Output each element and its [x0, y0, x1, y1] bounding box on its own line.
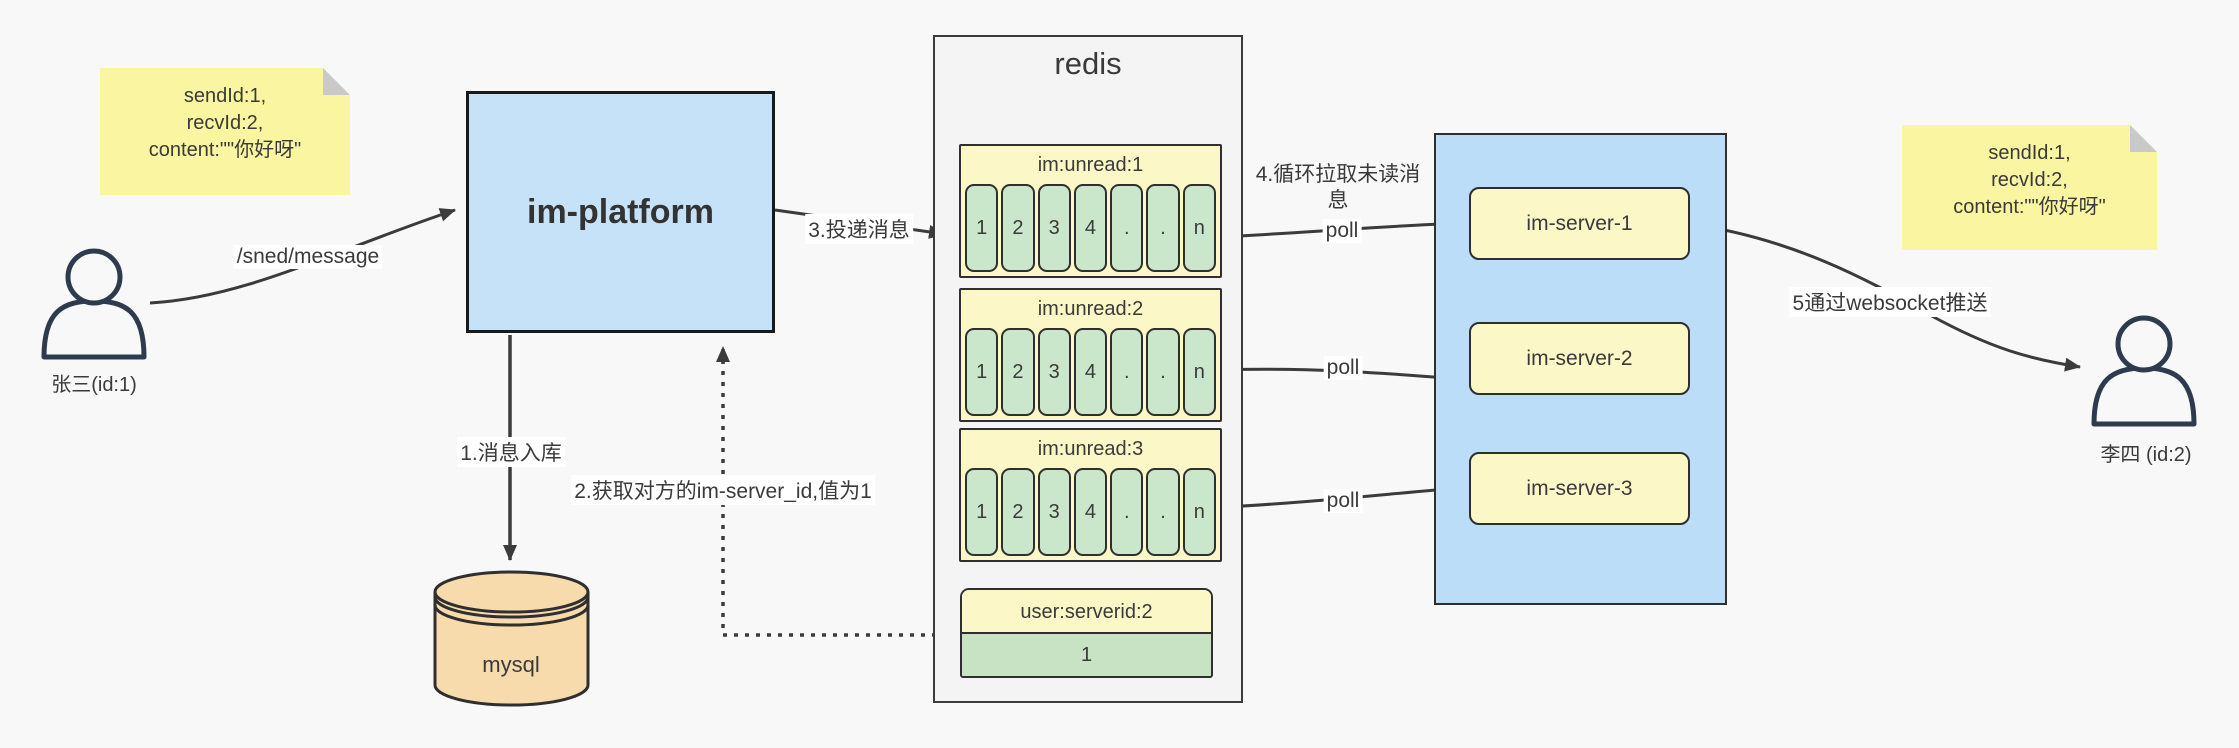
edge-label-step1: 1.消息入库 [457, 437, 565, 467]
list-cell: n [1182, 328, 1216, 416]
list-cell: 4 [1073, 328, 1108, 416]
edge-label-step3: 3.投递消息 [805, 214, 913, 244]
im-platform-label: im-platform [527, 192, 714, 231]
redis-title: redis [1054, 46, 1122, 81]
im-server-2-node: im-server-2 [1469, 322, 1690, 395]
im-server-label: im-server-2 [1526, 346, 1633, 370]
actor-label-right: 李四 (id:2) [2100, 444, 2192, 466]
im-server-3-node: im-server-3 [1469, 452, 1690, 525]
list-cell: . [1110, 328, 1144, 416]
im-server-label: im-server-1 [1526, 211, 1633, 235]
redis-kv-value: 1 [962, 634, 1211, 676]
list-cell: . [1110, 184, 1144, 272]
list-cell: 1 [965, 184, 999, 272]
list-cell: . [1110, 468, 1144, 556]
list-cell: . [1146, 184, 1180, 272]
list-cell: 1 [965, 328, 999, 416]
redis-list-label: im:unread:3 [1037, 438, 1144, 460]
list-cell: 1 [965, 468, 999, 556]
list-cell: 2 [1001, 184, 1035, 272]
redis-list-label: im:unread:2 [1037, 298, 1144, 320]
user-icon-left [41, 248, 147, 360]
list-cell: n [1182, 184, 1216, 272]
list-cell: 2 [1001, 328, 1035, 416]
im-platform-node: im-platform [466, 91, 775, 333]
im-server-label: im-server-3 [1526, 476, 1633, 500]
note-line: sendId:1, [183, 85, 267, 107]
sticky-note-left: sendId:1, recvId:2, content:""你好呀" [100, 68, 350, 195]
list-cell: n [1182, 468, 1216, 556]
list-cell: 4 [1073, 468, 1108, 556]
redis-kv-key: user:serverid:2 [962, 590, 1211, 634]
note-line: recvId:2, [186, 112, 264, 134]
list-cell: 2 [1001, 468, 1035, 556]
edge-label-step5: 5通过websocket推送 [1789, 287, 1991, 317]
list-cell: 3 [1037, 468, 1071, 556]
user-icon-right [2091, 315, 2197, 427]
edge-label-poll-2: poll [1323, 356, 1363, 380]
edge-label-poll-1: poll [1322, 219, 1362, 243]
redis-kv-user-serverid: user:serverid:2 1 [960, 588, 1213, 678]
note-fold-icon [323, 68, 350, 95]
mysql-database-icon [433, 570, 590, 707]
list-cell: . [1146, 328, 1180, 416]
mysql-label: mysql [482, 652, 540, 677]
im-server-1-node: im-server-1 [1469, 187, 1690, 260]
edge-get-serverid-dotted [716, 346, 958, 637]
sticky-note-right: sendId:1, recvId:2, content:""你好呀" [1902, 125, 2157, 250]
redis-list-label: im:unread:1 [1037, 154, 1144, 176]
note-line: content:""你好呀" [148, 139, 302, 161]
redis-list-unread-3: im:unread:3 1 2 3 4 . . n [959, 428, 1222, 562]
note-line: sendId:1, [1988, 142, 2071, 164]
edge-send-message [149, 208, 456, 305]
edge-label-send-message: /sned/message [233, 245, 383, 269]
list-cell: . [1146, 468, 1180, 556]
note-line: content:""你好呀" [1953, 196, 2106, 218]
edge-label-step4: 4.循环拉取未读消息 [1255, 163, 1421, 212]
note-fold-icon [2130, 125, 2157, 152]
list-cell: 4 [1073, 184, 1108, 272]
note-line: recvId:2, [1991, 169, 2068, 191]
list-cell: 3 [1037, 328, 1071, 416]
list-cell: 3 [1037, 184, 1071, 272]
edge-label-poll-3: poll [1323, 489, 1363, 513]
redis-list-unread-2: im:unread:2 1 2 3 4 . . n [959, 288, 1222, 422]
edge-label-step2: 2.获取对方的im-server_id,值为1 [571, 475, 875, 505]
redis-list-unread-1: im:unread:1 1 2 3 4 . . n [959, 144, 1222, 278]
actor-label-left: 张三(id:1) [51, 374, 137, 396]
